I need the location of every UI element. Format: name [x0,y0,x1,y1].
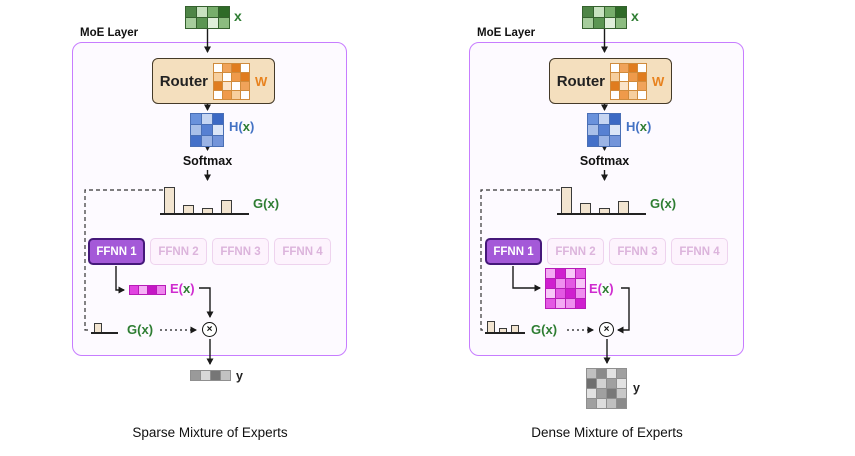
diagram-caption: Dense Mixture of Experts [531,425,683,440]
gate-weights-axis [485,332,525,334]
sparse-moe-diagram: MoE Layer x Router W H(x) Softmax G(x) F… [0,0,420,456]
router-box: Router W [549,58,672,104]
moe-layer-label: MoE Layer [477,27,536,39]
hidden-label: H(x) [229,119,255,134]
expert-1-box: FFNN 1 [485,238,542,265]
expert-2-box: FFNN 2 [547,238,604,265]
expert-output-label: E(x) [589,281,614,296]
weight-label: W [255,73,268,89]
softmax-label: Softmax [182,154,233,168]
router-weight-matrix [213,62,251,100]
input-matrix [185,6,230,29]
router-label: Router [159,72,209,90]
diagram-caption: Sparse Mixture of Experts [132,425,288,440]
gate-axis [160,213,249,215]
gate-axis [557,213,646,215]
hidden-label: H(x) [626,119,652,134]
gate-label: G(x) [253,196,280,211]
expert-1-box: FFNN 1 [88,238,145,265]
weight-label: W [652,73,665,89]
output-matrix [586,368,627,409]
expert-4-box: FFNN 4 [671,238,728,265]
dense-moe-diagram: MoE Layer x Router W H(x) Softmax G(x) F… [397,0,817,456]
router-weight-matrix [610,62,648,100]
selected-gate-bar [94,322,102,332]
expert-3-box: FFNN 3 [609,238,666,265]
expert-output-matrix [545,268,586,309]
output-label: y [236,369,243,383]
input-matrix [582,6,627,29]
moe-layer-label: MoE Layer [80,27,139,39]
expert-4-box: FFNN 4 [274,238,331,265]
router-label: Router [556,72,606,90]
input-label: x [234,8,242,24]
hidden-matrix [587,113,621,147]
input-label: x [631,8,639,24]
expert-2-box: FFNN 2 [150,238,207,265]
output-matrix [190,370,231,381]
gate-histogram [561,186,629,213]
softmax-label: Softmax [579,154,630,168]
multiply-icon: × [206,323,213,335]
multiply-node: × [202,322,217,337]
expert-3-box: FFNN 3 [212,238,269,265]
expert-output-matrix [129,285,166,295]
router-box: Router W [152,58,275,104]
hidden-matrix [190,113,224,147]
gate-value-label: G(x) [127,322,154,337]
selected-gate-axis [91,332,118,334]
gate-value-label: G(x) [531,322,558,337]
multiply-node: × [599,322,614,337]
gate-label: G(x) [650,196,677,211]
gate-weights-bars [487,320,519,332]
expert-output-label: E(x) [170,281,195,296]
gate-histogram [164,186,232,213]
output-label: y [633,381,640,395]
multiply-icon: × [603,323,610,335]
